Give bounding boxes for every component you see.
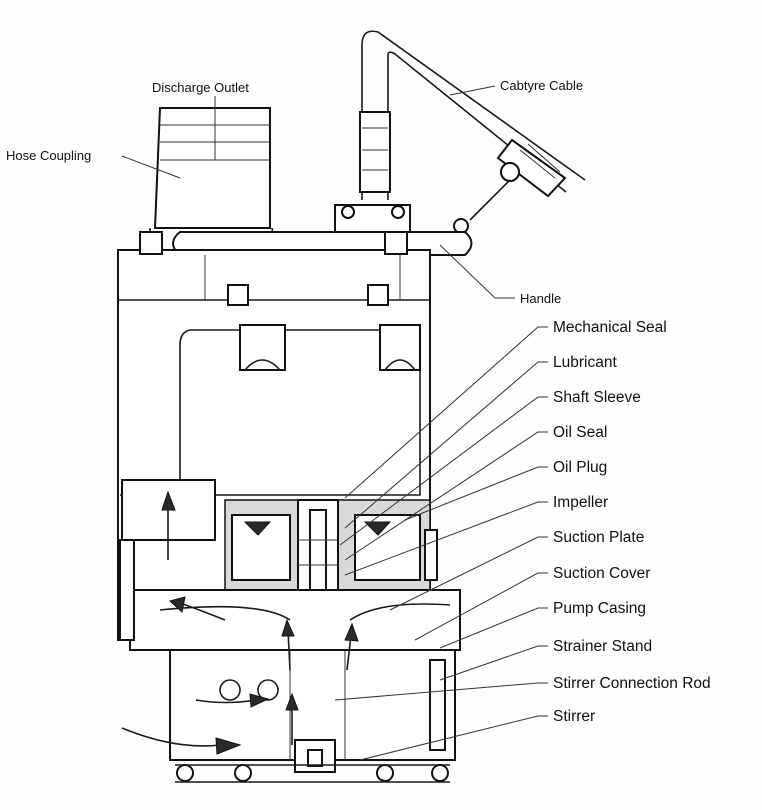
label-oil-plug: Oil Plug (553, 459, 607, 476)
discharge-outlet (149, 107, 276, 251)
label-pump-casing: Pump Casing (553, 600, 646, 617)
label-strainer-stand: Strainer Stand (553, 638, 652, 655)
label-cabtyre-cable: Cabtyre Cable (500, 78, 583, 93)
label-impeller: Impeller (553, 494, 608, 511)
label-mechanical-seal: Mechanical Seal (553, 319, 667, 336)
label-lubricant: Lubricant (553, 354, 617, 371)
label-suction-plate: Suction Plate (553, 529, 644, 546)
label-stirrer-connection-rod: Stirrer Connection Rod (553, 675, 711, 692)
flow-arrows (121, 490, 359, 755)
top-leader-lines (121, 85, 515, 299)
label-suction-cover: Suction Cover (553, 565, 650, 582)
label-hose-coupling: Hose Coupling (6, 148, 91, 163)
label-stirrer: Stirrer (553, 708, 595, 725)
label-discharge-outlet: Discharge Outlet (152, 80, 249, 95)
pump-lower (119, 479, 461, 783)
label-handle: Handle (520, 291, 561, 306)
side-leader-lines (334, 326, 548, 761)
cabtyre-cable (359, 30, 586, 234)
label-shaft-sleeve: Shaft Sleeve (553, 389, 641, 406)
label-oil-seal: Oil Seal (553, 424, 607, 441)
